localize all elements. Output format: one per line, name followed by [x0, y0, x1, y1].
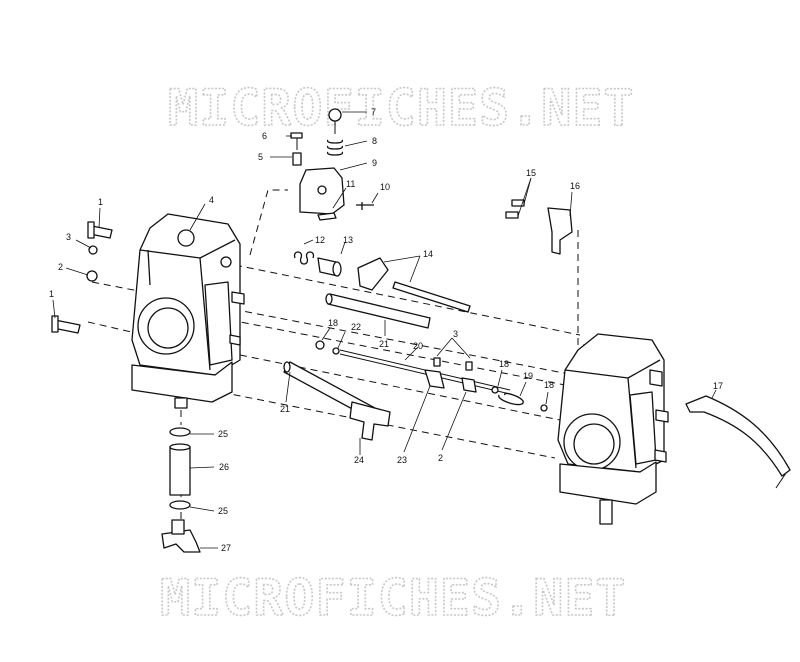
callout-1-bottom: 1	[49, 289, 54, 299]
callout-26: 26	[219, 462, 229, 472]
callout-15: 15	[526, 168, 536, 178]
linkage-small-parts	[315, 340, 548, 412]
callout-12: 12	[315, 235, 325, 245]
callout-13: 13	[343, 235, 353, 245]
callout-1-top: 1	[98, 197, 103, 207]
callout-14: 14	[423, 249, 433, 259]
watermark-top: MICROFICHES.NET	[168, 79, 635, 137]
callout-20: 20	[413, 341, 423, 351]
callout-18-center: 18	[499, 359, 509, 369]
left-screws	[51, 221, 113, 334]
right-carburetor	[557, 333, 669, 525]
callout-18-left: 18	[328, 318, 338, 328]
callout-21-lower: 21	[280, 404, 290, 414]
right-bracket	[505, 199, 573, 255]
callout-4: 4	[209, 195, 214, 205]
callout-10: 10	[380, 182, 390, 192]
spring-collar-lever	[293, 251, 389, 291]
callout-25-top: 25	[218, 429, 228, 439]
drain-hose-assembly	[161, 427, 201, 553]
callout-25-bottom: 25	[218, 506, 228, 516]
callout-6: 6	[262, 131, 267, 141]
callout-3-left: 3	[66, 232, 71, 242]
callout-18-right: 18	[544, 380, 554, 390]
callout-23: 23	[397, 455, 407, 465]
callout-2-left: 2	[58, 262, 63, 272]
callout-21-upper: 21	[379, 339, 389, 349]
callout-24: 24	[354, 455, 364, 465]
callout-8: 8	[372, 136, 377, 146]
callout-16: 16	[570, 181, 580, 191]
callout-leaders	[52, 111, 717, 549]
tee-fitting-center	[349, 401, 391, 441]
fuel-hose	[685, 395, 791, 489]
callout-2-center: 2	[438, 453, 443, 463]
left-carburetor	[131, 213, 245, 409]
callout-19: 19	[523, 371, 533, 381]
callout-7: 7	[371, 107, 376, 117]
callout-11: 11	[346, 179, 355, 189]
callout-5: 5	[258, 152, 263, 162]
callout-numbers: 7 6 8 5 9 11 10 4 1 3 12 13 14 2 1 18 22…	[49, 107, 723, 553]
callout-9: 9	[372, 158, 377, 168]
callout-3-center: 3	[453, 329, 458, 339]
watermark-bottom: MICROFICHES.NET	[160, 569, 627, 627]
throttle-bracket-assembly	[290, 108, 374, 221]
callout-17: 17	[713, 381, 723, 391]
callout-22: 22	[351, 322, 361, 332]
callout-27: 27	[221, 543, 231, 553]
